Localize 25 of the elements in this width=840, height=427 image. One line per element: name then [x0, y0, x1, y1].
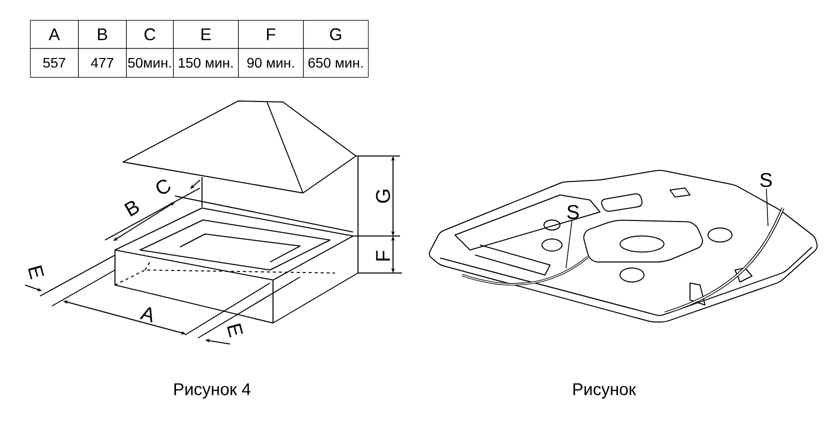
- table-cell: 90 мин.: [238, 48, 304, 78]
- table-cell: C: [126, 20, 174, 49]
- table-cell: A: [30, 20, 79, 49]
- dimension-label: B: [124, 201, 139, 216]
- figure-caption: Рисунок 4: [174, 383, 250, 399]
- leader-line: [566, 220, 572, 268]
- table-cell: G: [303, 20, 369, 49]
- table-cell: 557: [30, 48, 79, 78]
- dimension-label: E: [227, 323, 243, 338]
- dimension-label: C: [156, 180, 170, 194]
- dimension-label: A: [140, 307, 152, 322]
- callout-letter: S: [760, 172, 772, 188]
- table-cell: 150 мин.: [173, 48, 239, 78]
- table-cell: 50мин.: [126, 48, 174, 78]
- dimension-label: E: [28, 265, 44, 280]
- callout-letter: S: [567, 204, 579, 220]
- table-cell: F: [238, 20, 304, 49]
- leader-line: [766, 188, 768, 226]
- dimension-label: F: [376, 250, 390, 260]
- table-cell: B: [78, 20, 127, 49]
- table-cell: 650 мин.: [303, 48, 369, 78]
- dimension-label: G: [376, 190, 390, 203]
- table-cell: E: [173, 20, 239, 49]
- table-cell: 477: [78, 48, 127, 78]
- figure-caption: Рисунок: [573, 383, 636, 399]
